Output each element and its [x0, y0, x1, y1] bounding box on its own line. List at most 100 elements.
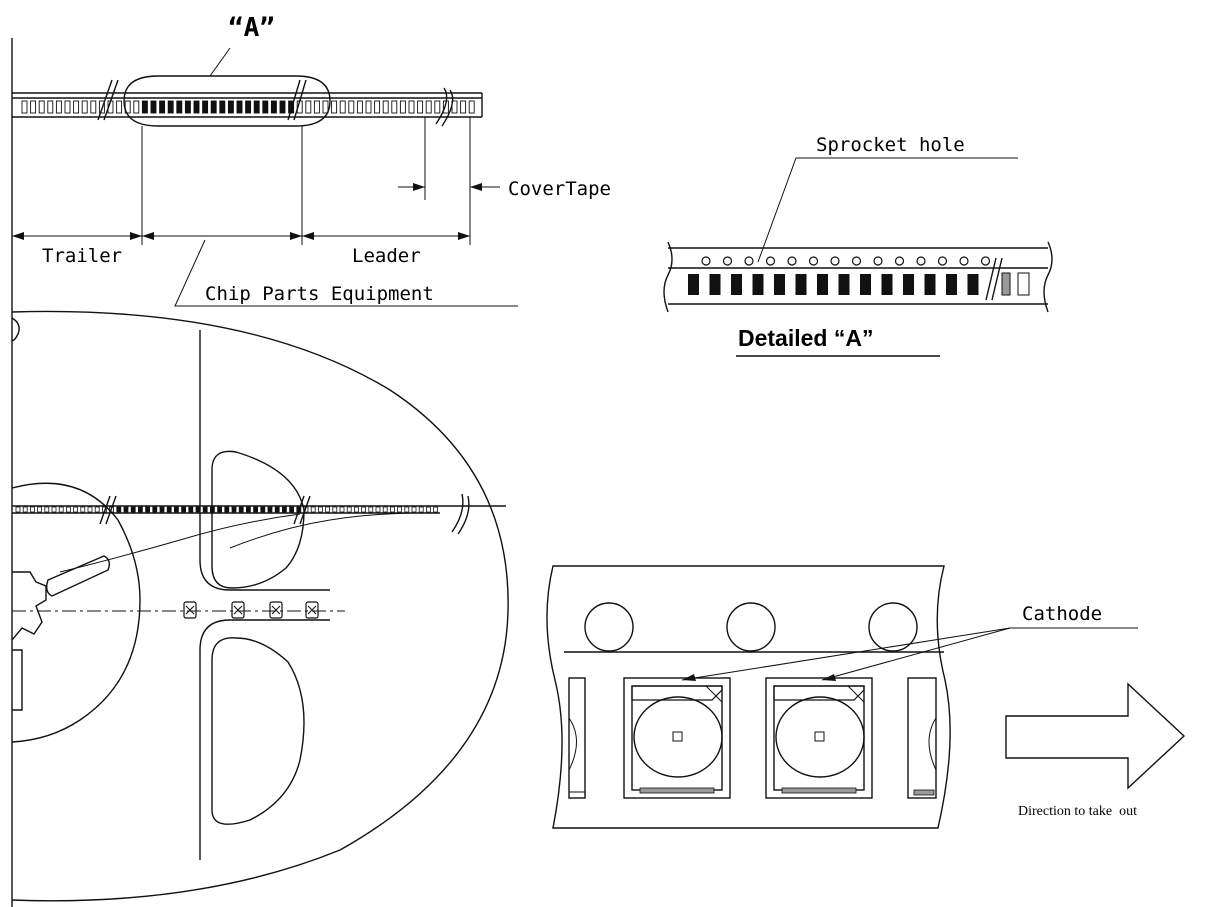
sprocket-hole [916, 256, 926, 266]
tape-pocket [262, 100, 269, 114]
tape-pocket [224, 506, 230, 513]
tape-pocket [361, 506, 367, 513]
dimension-line [12, 232, 470, 240]
tape-pocket [55, 100, 62, 114]
direction-label: Direction to take out [1018, 804, 1137, 819]
tape-pocket [58, 506, 64, 513]
cathode-leader [681, 627, 1138, 681]
tape-pocket [903, 274, 914, 295]
tape-pocket [339, 506, 345, 513]
tape-pocket [245, 100, 252, 114]
tape-pocket [141, 100, 148, 114]
tape-pocket [44, 506, 50, 513]
tape-pocket [66, 506, 71, 513]
tape-pocket [417, 100, 424, 114]
tape-pocket [80, 506, 86, 513]
tape-pocket [193, 100, 200, 114]
tape-pocket [253, 100, 260, 114]
sprocket-hole [744, 256, 754, 266]
tape-pocket [145, 506, 151, 513]
sprocket-hole-leader [757, 157, 1018, 263]
tape-pocket [368, 506, 374, 513]
sprocket-hole [959, 256, 969, 266]
sprocket-hole [726, 602, 776, 652]
sprocket-hole [808, 256, 819, 266]
tape-pocket [382, 506, 388, 513]
break-mark-icon [287, 79, 307, 121]
tape-pocket [176, 100, 183, 114]
tape-pocket [346, 506, 352, 513]
tape-pocket [305, 100, 312, 114]
break-mark-icon [293, 495, 311, 525]
detail-a-label: “A” [228, 13, 275, 43]
tape-pocket [202, 506, 208, 513]
tape-pocket [81, 100, 88, 114]
sprocket-hole-label: Sprocket hole [816, 134, 965, 156]
component-pocket [623, 677, 731, 799]
tape-pocket [137, 506, 143, 513]
tape-pocket [90, 100, 97, 114]
tape-pocket [709, 274, 721, 295]
tape-pocket [73, 506, 78, 513]
reel [11, 310, 509, 902]
sprocket-hole [765, 256, 776, 266]
tape-pocket [123, 506, 129, 513]
tape-pocket [460, 100, 467, 114]
tape-pocket [404, 506, 410, 513]
tape-pocket [73, 100, 80, 114]
tape-pocket [219, 100, 226, 114]
sprocket-hole [980, 256, 991, 266]
tape-pocket [310, 506, 316, 513]
component-pocket [765, 677, 873, 799]
reel-component-mark [307, 605, 317, 615]
tape-pocket [281, 506, 287, 513]
tape-pocket [967, 274, 979, 295]
tape-pocket [399, 100, 406, 114]
tape-pocket [317, 506, 323, 513]
tape-pocket [159, 100, 166, 114]
tape-pocket [37, 506, 42, 513]
tape-pocket [133, 100, 140, 114]
tape-pocket [202, 100, 209, 114]
tape-pocket [87, 506, 93, 513]
tape-pocket [425, 506, 431, 513]
tape-pocket [98, 100, 105, 114]
sprocket-hole [722, 256, 733, 266]
tape-pocket [374, 100, 381, 114]
sprocket-hole [701, 256, 711, 266]
tape-pocket [838, 274, 850, 295]
chip-parts-label: Chip Parts Equipment [205, 283, 434, 305]
break-mark-icon [97, 79, 119, 121]
tape-pocket [227, 100, 234, 114]
reel-component-mark [271, 605, 281, 615]
tape-pocket [173, 506, 179, 513]
tape-pocket [267, 506, 273, 513]
detail-a-leader [209, 47, 231, 77]
detailed-a-label: Detailed “A” [738, 325, 873, 351]
sprocket-hole [584, 602, 634, 652]
tape-pocket [210, 100, 217, 114]
tape-pocket [217, 506, 223, 513]
tape-pocket [167, 100, 174, 114]
tape-pocket [389, 506, 395, 513]
tape-pocket [22, 506, 28, 513]
tape-pocket [752, 274, 764, 295]
tape-pocket [313, 100, 320, 114]
sprocket-hole [787, 256, 797, 266]
tape-pocket [159, 506, 165, 513]
reel-component [269, 601, 283, 619]
tape-pocket [946, 274, 957, 295]
reel-component-mark [233, 605, 243, 615]
tape-pocket [322, 100, 329, 114]
break-mark-icon [985, 257, 1003, 301]
tape-pocket [688, 274, 699, 295]
tape-pocket [411, 506, 417, 513]
leader-label: Leader [352, 245, 421, 267]
sprocket-hole [868, 602, 918, 652]
carrier-tape-closeup [546, 565, 951, 829]
tape-pocket [365, 100, 372, 114]
sprocket-hole [894, 256, 905, 266]
tape-pocket [38, 100, 45, 114]
tape-pocket [231, 506, 237, 513]
tape-strip-top [12, 92, 483, 118]
